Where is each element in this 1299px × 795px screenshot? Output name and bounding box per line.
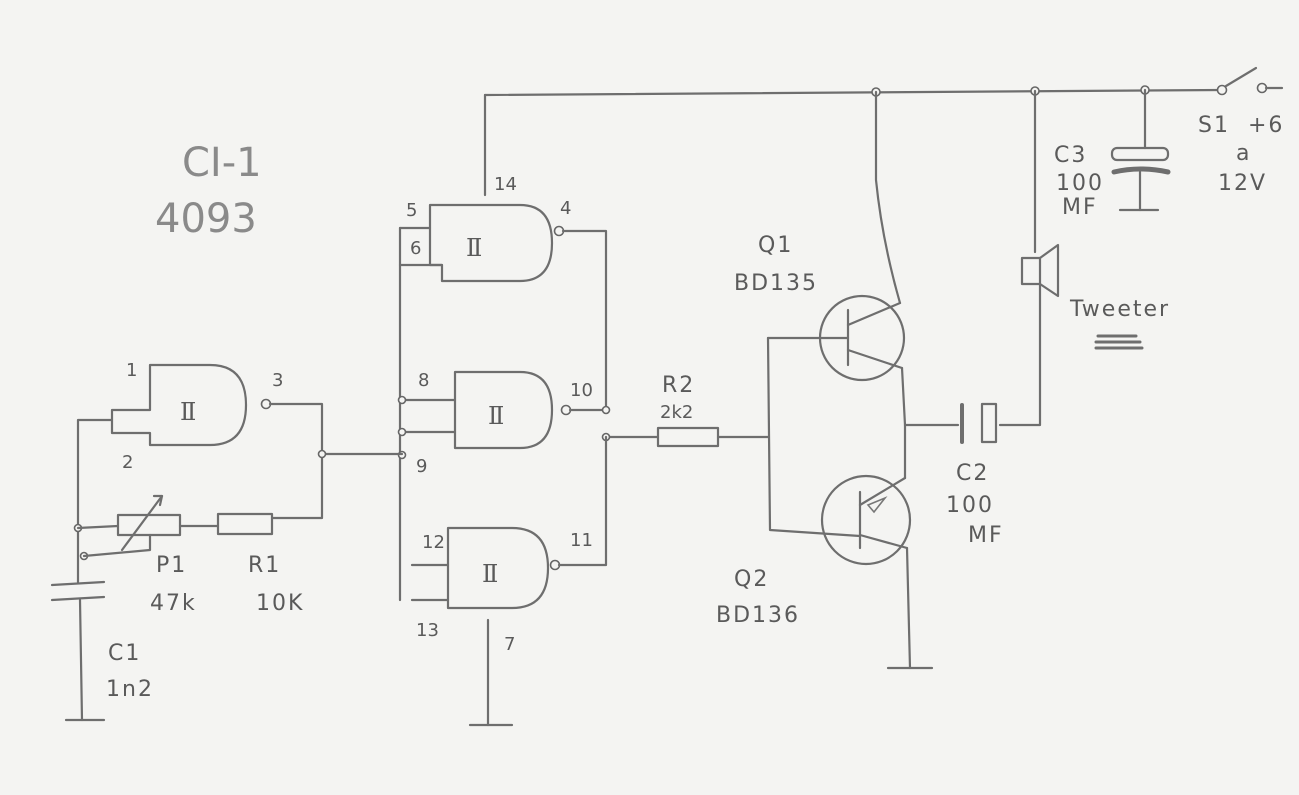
ic-name: CI-1 [182,140,262,186]
gate-4-pin-in-a: 12 [422,532,445,553]
timing-network: P1 47k R1 10K C1 1n2 [50,418,304,722]
resistor-r2: R2 2k2 [604,373,770,448]
gate-4-pin-in-b: 13 [416,620,439,641]
q1-ref: Q1 [758,233,793,258]
r1-ref: R1 [248,553,281,578]
gate-1-pin-in-b: 2 [122,452,133,473]
s1-supply-a: +6 [1248,113,1284,138]
supply-rail [483,85,1224,197]
gate-2-pin-in-b: 6 [410,238,421,259]
r1-value: 10K [256,591,304,616]
c2-ref: C2 [956,461,989,486]
nand-gate-4: Ⅱ 12 13 11 7 [416,435,608,727]
nand-gate-2: Ⅱ 5 6 4 14 [406,174,608,412]
p1-ref: P1 [156,553,187,578]
gate-3-pin-in-a: 8 [418,370,429,391]
gate-4-pin-out: 11 [570,530,593,551]
nand-gate-1: Ⅱ 1 2 3 [110,360,404,520]
gate-4-pin-vss: 7 [504,634,515,655]
transistor-q1: Q1 BD135 [734,90,907,427]
power-switch-s1: S1 +6 a 12V [1198,66,1284,196]
q2-ref: Q2 [734,567,769,592]
c2-value-a: 100 [946,493,994,518]
gate-1-schmitt-symbol: Ⅱ [180,398,196,426]
c1-ref: C1 [108,641,141,666]
gate-3-schmitt-symbol: Ⅱ [488,402,504,430]
transistor-q2: Q2 BD136 [716,336,934,670]
gate-4-schmitt-symbol: Ⅱ [482,560,498,588]
gate-3-pin-out: 10 [570,380,593,401]
ic-part-number: 4093 [155,196,257,242]
capacitor-c3: C3 100 MF [1054,88,1171,220]
q2-part: BD136 [716,603,800,628]
c1-value: 1n2 [106,677,154,702]
s1-ref: S1 [1198,113,1230,138]
c3-value-a: 100 [1056,171,1104,196]
p1-value: 47k [150,591,197,616]
gate-3-pin-in-b: 9 [416,456,427,477]
r2-value: 2k2 [660,402,693,423]
gate-2-pin-in-a: 5 [406,200,417,221]
s1-supply-b: a [1236,141,1251,166]
capacitor-c2: C2 100 MF [903,402,1004,548]
q1-part: BD135 [734,271,818,296]
gate-2-pin-vdd: 14 [494,174,517,195]
gate-2-pin-out: 4 [560,198,571,219]
c3-ref: C3 [1054,143,1087,168]
nand-gate-3: Ⅱ 8 9 10 [416,370,611,477]
gate-input-rail [397,226,457,602]
gate-2-schmitt-symbol: Ⅱ [466,234,482,262]
r2-ref: R2 [662,373,695,398]
s1-supply-c: 12V [1218,171,1267,196]
c2-value-b: MF [968,523,1004,548]
tweeter-label: Tweeter [1069,297,1170,322]
tweeter-speaker: Tweeter [998,89,1170,427]
c3-value-b: MF [1062,195,1098,220]
gate-1-pin-out: 3 [272,370,283,391]
gate-1-pin-in-a: 1 [126,360,137,381]
